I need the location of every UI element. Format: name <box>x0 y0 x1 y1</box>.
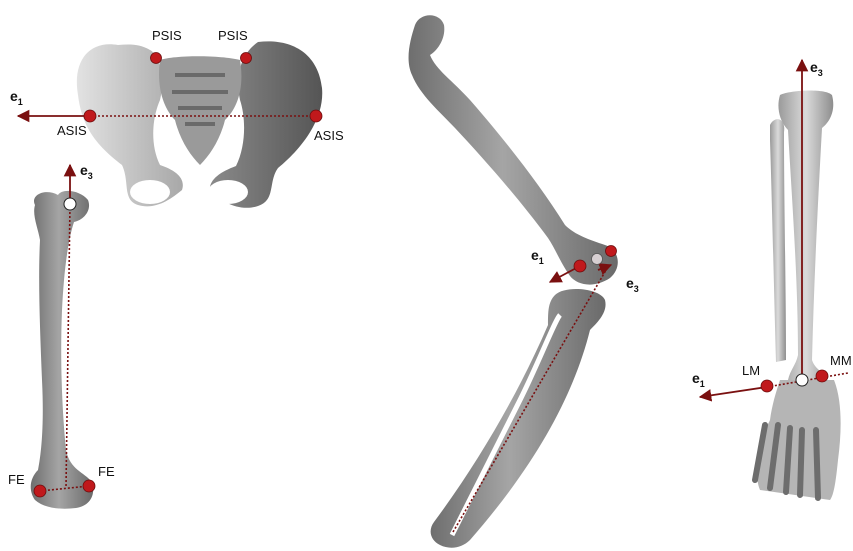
asis-right-label: ASIS <box>314 128 344 143</box>
shank-foot-group: LM MM e3 e1 <box>692 59 852 500</box>
knee-medial-marker <box>606 246 617 257</box>
shank-bone-side-view <box>431 289 606 548</box>
mm-marker <box>816 370 828 382</box>
shank-e3-label: e3 <box>810 59 823 78</box>
knee-lateral-marker <box>574 260 586 272</box>
psis-left-label: PSIS <box>152 28 182 43</box>
fe-right-label: FE <box>98 464 115 479</box>
lm-label: LM <box>742 363 760 378</box>
knee-group: e1 e3 <box>409 15 639 547</box>
psis-right-label: PSIS <box>218 28 248 43</box>
asis-left-label: ASIS <box>57 123 87 138</box>
pelvis-group: PSIS PSIS ASIS ASIS e1 <box>10 28 344 208</box>
hip-joint-center-marker <box>64 198 76 210</box>
pelvis-bone <box>77 41 322 207</box>
fe-lateral-marker <box>34 485 46 497</box>
knee-joint-center-marker <box>592 254 603 265</box>
psis-right-marker <box>241 53 252 64</box>
asis-right-marker <box>310 110 322 122</box>
lm-marker <box>761 380 773 392</box>
asis-left-marker <box>84 110 96 122</box>
pelvis-e1-label: e1 <box>10 88 23 107</box>
foot-bone <box>755 380 841 500</box>
thigh-bone-side-view <box>409 15 618 284</box>
femur-bone <box>31 191 93 509</box>
femur-group: FE FE e3 <box>8 162 115 509</box>
shank-e1-label: e1 <box>692 370 705 389</box>
mm-label: MM <box>830 353 852 368</box>
shank-e1-axis-arrow <box>700 387 767 397</box>
femur-e3-label: e3 <box>80 162 93 181</box>
psis-left-marker <box>151 53 162 64</box>
knee-e3-label: e3 <box>626 275 639 294</box>
knee-e1-label: e1 <box>531 247 544 266</box>
fe-left-label: FE <box>8 472 25 487</box>
ankle-joint-center-marker <box>796 374 808 386</box>
fe-medial-marker <box>83 480 95 492</box>
